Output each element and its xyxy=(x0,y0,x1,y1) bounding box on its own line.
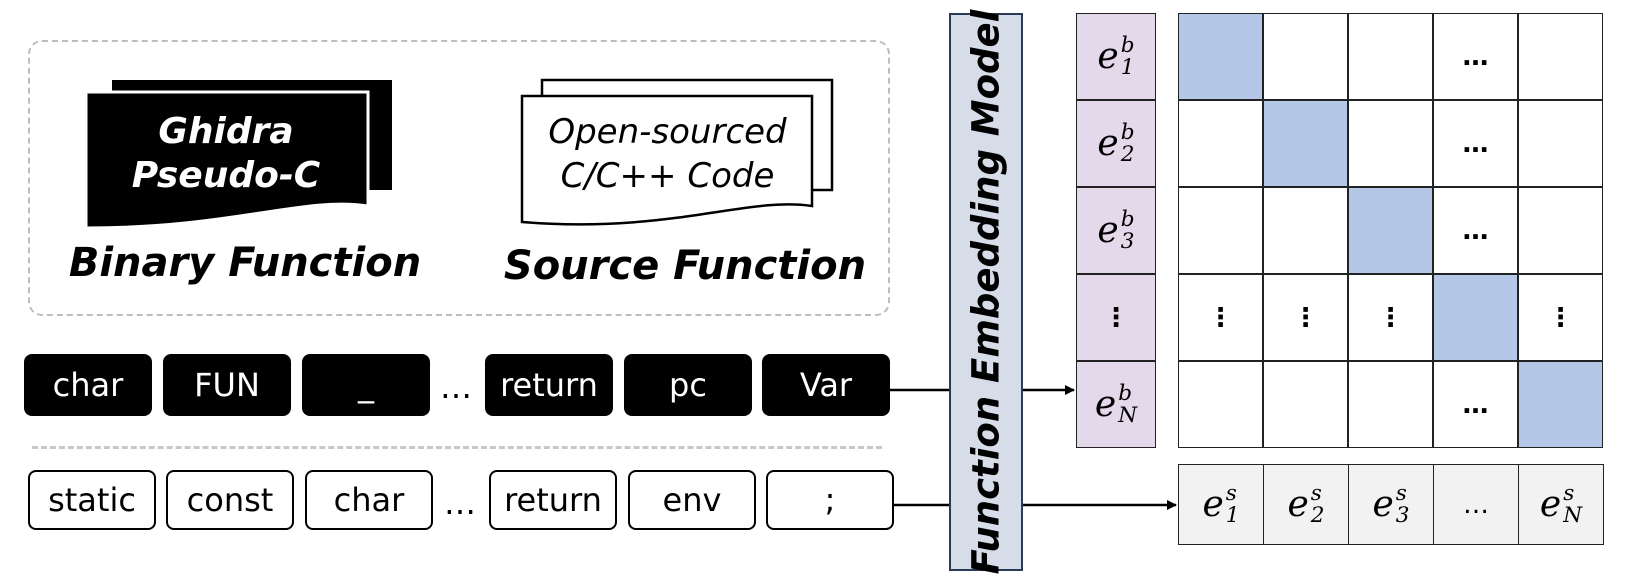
emb-sub: 1 xyxy=(1120,54,1135,80)
matrix-cell xyxy=(1263,361,1348,448)
model-label: Function Embedding Model xyxy=(964,9,1008,575)
matrix-cell xyxy=(1263,187,1348,274)
source-document-icon xyxy=(520,78,834,226)
binary-embedding-cell: ⋮ xyxy=(1076,274,1156,361)
emb-sub: 3 xyxy=(1395,502,1410,528)
binary-document-icon xyxy=(84,80,392,230)
emb-sup: b xyxy=(1118,380,1133,406)
source-token: char xyxy=(305,470,433,530)
matrix-cell xyxy=(1348,361,1433,448)
emb-sup: b xyxy=(1120,119,1135,145)
emb-sub: N xyxy=(1563,502,1583,528)
matrix-cell: ⋮ xyxy=(1263,274,1348,361)
matrix-cell: … xyxy=(1433,187,1518,274)
vertical-ellipsis: ⋮ xyxy=(1103,302,1129,333)
matrix-cell xyxy=(1178,361,1263,448)
emb-sub: 3 xyxy=(1120,228,1135,254)
emb-sup: s xyxy=(1395,480,1407,506)
matrix-cell xyxy=(1348,13,1433,100)
binary-token: char xyxy=(24,354,152,416)
matrix-cell: ⋮ xyxy=(1178,274,1263,361)
matrix-cell: … xyxy=(1433,100,1518,187)
matrix-cell-match xyxy=(1348,187,1433,274)
similarity-matrix: ………⋮⋮⋮⋮… xyxy=(1178,13,1603,448)
binary-token: FUN xyxy=(163,354,291,416)
matrix-cell: ⋮ xyxy=(1348,274,1433,361)
matrix-cell xyxy=(1518,100,1603,187)
embedding-model-box: Function Embedding Model xyxy=(949,10,1023,574)
source-doc-line-2: C/C++ Code xyxy=(560,156,775,196)
emb-base: e xyxy=(1097,36,1119,77)
emb-base: e xyxy=(1097,123,1119,164)
binary-doc-line-2: Pseudo-C xyxy=(131,155,321,196)
emb-sup: b xyxy=(1120,206,1135,232)
emb-sup: b xyxy=(1120,32,1135,58)
matrix-cell-match xyxy=(1263,100,1348,187)
emb-sup: s xyxy=(1225,480,1237,506)
binary-token-ellipsis: … xyxy=(440,368,472,406)
emb-sub: N xyxy=(1118,402,1138,428)
source-function-caption: Source Function xyxy=(503,243,867,289)
source-token-ellipsis: … xyxy=(444,484,476,522)
matrix-cell-match xyxy=(1178,13,1263,100)
matrix-cell xyxy=(1518,187,1603,274)
function-input-panel xyxy=(28,40,890,316)
matrix-cell: … xyxy=(1433,13,1518,100)
binary-function-caption: Binary Function xyxy=(68,240,422,286)
matrix-cell: ⋮ xyxy=(1518,274,1603,361)
binary-token: Var xyxy=(762,354,890,416)
emb-sub: 2 xyxy=(1120,141,1135,167)
emb-base: e xyxy=(1202,484,1224,525)
binary-document-text: Ghidra Pseudo-C xyxy=(86,110,366,198)
binary-token: _ xyxy=(302,354,430,416)
binary-token: return xyxy=(485,354,613,416)
emb-base: e xyxy=(1372,484,1394,525)
source-token: static xyxy=(28,470,156,530)
binary-token: pc xyxy=(624,354,752,416)
token-row-divider xyxy=(32,446,882,449)
matrix-cell-match xyxy=(1518,361,1603,448)
matrix-cell-match xyxy=(1433,274,1518,361)
matrix-cell xyxy=(1178,187,1263,274)
matrix-cell xyxy=(1263,13,1348,100)
source-token: env xyxy=(628,470,756,530)
emb-sub: 2 xyxy=(1310,502,1325,528)
emb-base: e xyxy=(1094,384,1117,425)
matrix-cell: … xyxy=(1433,361,1518,448)
matrix-cell xyxy=(1348,100,1433,187)
source-embedding-cell: … xyxy=(1433,464,1519,545)
horizontal-ellipsis: … xyxy=(1463,489,1489,520)
emb-sub: 1 xyxy=(1225,502,1240,528)
emb-base: e xyxy=(1287,484,1309,525)
source-token: const xyxy=(166,470,294,530)
matrix-cell xyxy=(1518,13,1603,100)
binary-doc-line-1: Ghidra xyxy=(158,111,294,152)
source-doc-line-1: Open-sourced xyxy=(548,112,787,152)
emb-sup: s xyxy=(1310,480,1322,506)
source-token: return xyxy=(489,470,617,530)
source-token: ; xyxy=(766,470,894,530)
emb-base: e xyxy=(1097,210,1119,251)
emb-sup: s xyxy=(1563,480,1575,506)
matrix-cell xyxy=(1178,100,1263,187)
source-document-text: Open-sourced C/C++ Code xyxy=(525,110,810,198)
emb-base: e xyxy=(1539,484,1562,525)
